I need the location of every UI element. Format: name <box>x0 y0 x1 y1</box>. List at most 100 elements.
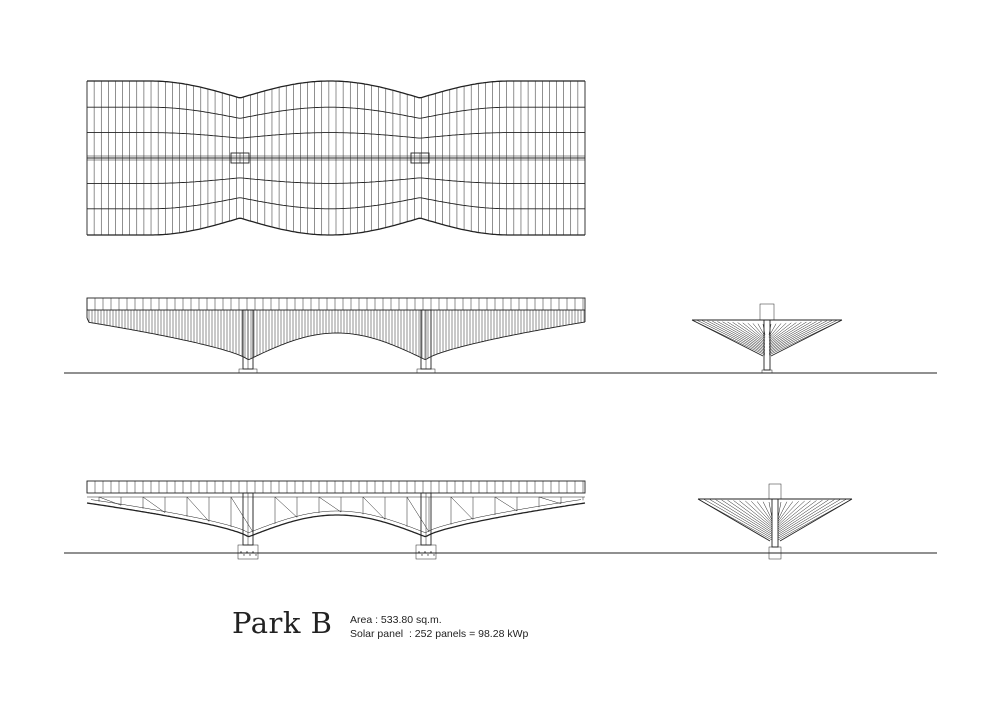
solar-panel-text: Solar panel : 252 panels = 98.28 kWp <box>350 628 529 640</box>
fan-cable <box>777 499 847 539</box>
footing <box>237 544 259 560</box>
footing-texture <box>249 554 251 556</box>
diagonal-brace <box>274 496 298 518</box>
fan-cable <box>768 320 822 350</box>
fan-cable <box>777 500 817 530</box>
fan-cable <box>739 500 773 528</box>
fan-cable <box>751 501 773 524</box>
fan-cable <box>727 500 773 532</box>
fan-cable <box>768 321 807 346</box>
diagonal-brace <box>186 496 210 522</box>
fan-cable <box>709 499 773 537</box>
mast-head <box>768 483 782 500</box>
diagonal-brace <box>230 496 254 533</box>
fan-cable <box>717 321 766 349</box>
roof-plan <box>86 80 586 236</box>
diagonal-brace <box>142 496 166 513</box>
footing-texture <box>252 551 254 553</box>
diagonal-brace <box>318 496 342 513</box>
roof-fascia <box>86 480 586 494</box>
diagonal-brace <box>494 496 518 512</box>
canopy-edge <box>779 498 853 542</box>
panel-row-line <box>87 80 585 99</box>
fan-cable <box>777 501 794 522</box>
diagonal-brace <box>406 496 430 533</box>
fan-cable <box>756 501 773 522</box>
panel-row-line <box>87 197 585 210</box>
side-section <box>86 480 586 560</box>
fan-cable <box>768 322 792 341</box>
fan-cable <box>702 320 766 353</box>
footing-texture <box>424 551 426 553</box>
fan-cable <box>768 320 838 354</box>
canopy-edge <box>770 319 843 357</box>
footing-texture <box>418 551 420 553</box>
fan-cable <box>732 322 766 344</box>
fan-cable <box>712 320 766 350</box>
panel-row-line <box>87 106 585 119</box>
fan-cable <box>777 499 835 535</box>
mast-head <box>759 303 775 321</box>
fan-cable <box>737 322 766 343</box>
column-base <box>238 368 258 374</box>
fan-cable <box>727 321 766 346</box>
fan-cable <box>768 322 802 344</box>
fan-cable <box>768 320 832 353</box>
fan-cable <box>703 499 773 539</box>
fan-cable <box>762 501 773 520</box>
fan-cable <box>777 500 805 526</box>
fan-cable <box>745 500 773 526</box>
fan-cable <box>777 501 788 520</box>
fan-cable <box>742 322 766 341</box>
fan-cable <box>777 501 782 519</box>
fan-cable <box>768 501 773 519</box>
diagonal-brace <box>538 496 562 504</box>
fan-cable <box>777 499 829 533</box>
footing-texture <box>240 551 242 553</box>
footing-texture <box>430 551 432 553</box>
column-base <box>416 368 436 374</box>
fan-cable <box>752 323 766 339</box>
fan-cable <box>768 320 827 351</box>
footing-texture <box>246 551 248 553</box>
panel-row-line <box>87 132 585 139</box>
footing-texture <box>421 554 423 556</box>
fan-cable <box>696 320 766 354</box>
fan-cable <box>768 322 797 343</box>
area-text: Area : 533.80 sq.m. <box>350 614 442 626</box>
arch-rib <box>86 502 586 538</box>
park-title: Park B <box>232 606 333 640</box>
fan-cable <box>715 499 773 535</box>
column <box>771 498 779 548</box>
footing-texture <box>433 554 435 556</box>
fan-cable <box>768 321 817 349</box>
fan-cable <box>768 323 782 339</box>
fan-cable <box>777 500 811 528</box>
panel-row-line <box>87 217 585 236</box>
end-elevation <box>691 303 843 374</box>
diagonal-brace <box>450 496 474 520</box>
fan-cable <box>777 501 799 524</box>
fan-cable <box>722 321 766 347</box>
fan-cable <box>777 499 841 537</box>
footing-texture <box>255 554 257 556</box>
panel-row-line <box>87 177 585 184</box>
diagonal-brace <box>362 496 386 520</box>
arch-rib-inner <box>90 499 582 533</box>
canopy-underside <box>86 317 586 360</box>
footing-texture <box>427 554 429 556</box>
fan-cable <box>733 500 773 530</box>
side-elevation <box>86 297 586 374</box>
footing <box>415 544 437 560</box>
diagonal-brace <box>98 496 122 506</box>
roof-fascia <box>86 297 586 311</box>
end-section <box>697 483 853 560</box>
canopy-edge <box>697 498 771 542</box>
fan-cable <box>768 322 787 340</box>
canopy-edge <box>691 319 764 357</box>
fan-cable <box>707 320 766 351</box>
fan-cable <box>747 322 766 340</box>
footing-texture <box>243 554 245 556</box>
fan-cable <box>721 499 773 533</box>
